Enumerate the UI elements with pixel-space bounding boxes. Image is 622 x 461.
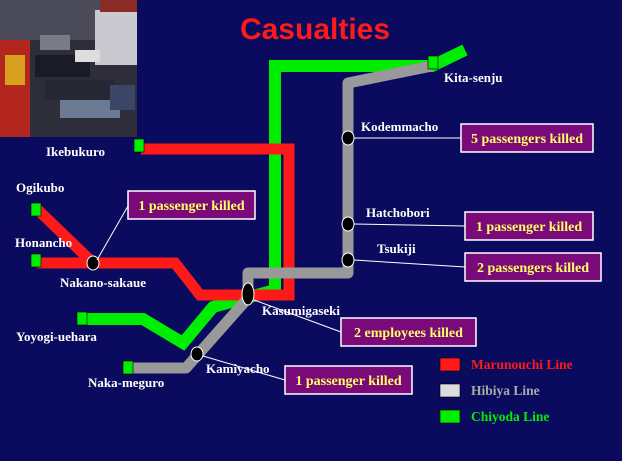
kamiyacho-dot [190,346,204,362]
station-kodemmacho: Kodemmacho [361,119,438,134]
casualty-text-kasumigaseki: 2 employees killed [354,326,463,341]
legend-swatch-marunouchi [439,357,461,372]
marunouchi-ogikubo-branch [33,205,97,267]
legend-swatch-hibiya [439,383,461,398]
connector-kasumigaseki [253,299,342,333]
casualty-box-tsukiji: 2 passengers killed [464,252,602,282]
station-kamiyacho: Kamiyacho [206,361,270,376]
casualty-text-kodemmacho: 5 passengers killed [471,132,583,147]
kasumigaseki-dot [241,282,255,306]
rescue-photo [0,0,137,137]
station-naka-meguro: Naka-meguro [88,375,164,390]
nakano-sakaue-dot [86,255,100,271]
yoyogi-uehara-terminal [76,311,88,326]
hibiya-line [128,60,434,374]
kita-senju-terminal [427,55,439,70]
station-honancho: Honancho [15,235,72,250]
station-ogikubo: Ogikubo [16,180,64,195]
legend-label-chiyoda: Chiyoda Line [471,409,549,424]
casualty-text-hatchobori: 1 passenger killed [476,220,583,235]
station-yoyogi-uehara: Yoyogi-uehara [16,329,97,344]
page-title: Casualties [240,13,390,46]
hibiya-route [128,60,434,374]
station-hatchobori: Hatchobori [366,205,430,220]
casualty-box-nakano-sakaue: 1 passenger killed [127,190,256,220]
tsukiji-dot [341,252,355,268]
naka-meguro-terminal [122,360,134,375]
casualty-text-nakano-sakaue: 1 passenger killed [138,199,245,214]
honancho-terminal [30,253,42,268]
casualty-box-kodemmacho: 5 passengers killed [460,123,594,153]
casualty-box-kamiyacho: 1 passenger killed [284,365,413,395]
station-kasumigaseki: Kasumigaseki [262,303,340,318]
station-tsukiji: Tsukiji [377,241,416,256]
station-kita-senju: Kita-senju [444,70,503,85]
connector-kamiyacho [202,355,286,381]
ikebukuro-terminal [133,138,145,153]
legend-swatch-chiyoda [439,409,461,424]
hatchobori-dot [341,216,355,232]
casualty-box-kasumigaseki: 2 employees killed [340,317,477,347]
callout-connectors [96,137,466,381]
connector-tsukiji [353,259,466,268]
kodemmacho-dot [341,130,355,146]
legend-label-marunouchi: Marunouchi Line [471,357,573,372]
casualty-text-tsukiji: 2 passengers killed [477,261,589,276]
legend-label-hibiya: Hibiya Line [471,383,540,398]
connector-nakano-sakaue [96,205,129,261]
connector-hatchobori [353,223,466,227]
casualty-box-hatchobori: 1 passenger killed [464,211,594,241]
ogikubo-terminal [30,202,42,217]
station-ikebukuro: Ikebukuro [46,144,105,159]
station-nakano-sakaue: Nakano-sakaue [60,275,146,290]
casualty-text-kamiyacho: 1 passenger killed [295,374,402,389]
legend: Marunouchi Line Hibiya Line Chiyoda Line [439,357,573,424]
